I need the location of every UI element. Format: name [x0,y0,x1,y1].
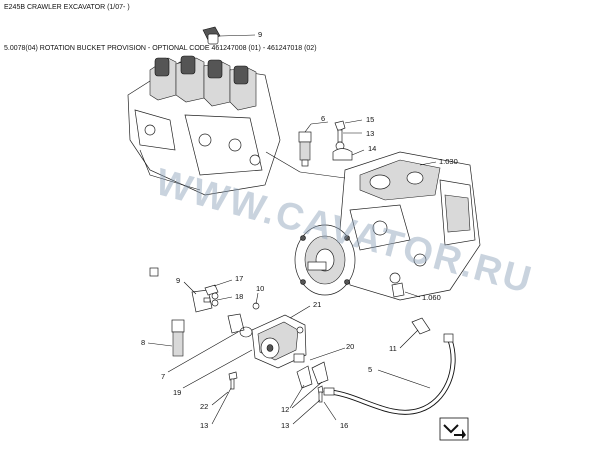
callout-8: 8 [141,338,145,347]
hose-8 [149,267,185,357]
callout-16: 16 [340,421,348,430]
callout-1-030: 1.030 [439,157,458,166]
callout-11: 11 [389,344,397,353]
clamp-bolt-set [332,120,353,161]
callout-21: 21 [313,300,321,309]
callout-20: 20 [346,342,354,351]
pressure-sensor-6 [298,131,312,167]
callout-19: 19 [173,388,181,397]
callout-12: 12 [281,405,289,414]
pressure-switch-top [202,26,221,45]
callout-7: 7 [161,372,165,381]
callout-9-top: 9 [258,30,262,39]
callout-6: 6 [321,114,325,123]
callout-1-060: 1.060 [422,293,441,302]
page-subtitle: 5.0078(04) ROTATION BUCKET PROVISION - O… [4,45,317,52]
rotation-gear-pump-21 [251,314,307,369]
callout-14: 14 [368,144,376,153]
callout-labels: 9 6 15 13 14 1.030 1.060 17 9 18 10 21 8… [141,30,458,430]
callout-9-mid: 9 [176,276,180,285]
callout-13-top: 13 [366,129,374,138]
callout-18: 18 [235,292,243,301]
auxiliary-fittings [191,284,260,338]
callout-10: 10 [256,284,264,293]
control-valve-assembly [127,55,281,196]
callout-17: 17 [235,274,243,283]
main-hydraulic-pump [294,151,481,301]
callout-5: 5 [368,365,372,374]
leader-lines [147,34,437,425]
callout-15: 15 [366,115,374,124]
hose-5 [323,317,456,415]
callout-22: 22 [200,402,208,411]
callout-13-bottom: 13 [200,421,208,430]
callout-13-right: 13 [281,421,289,430]
pump-mounting-hardware [228,361,329,403]
page-title: E245B CRAWLER EXCAVATOR (1/07- ) [4,4,130,11]
next-page-arrow-icon[interactable] [439,417,469,441]
